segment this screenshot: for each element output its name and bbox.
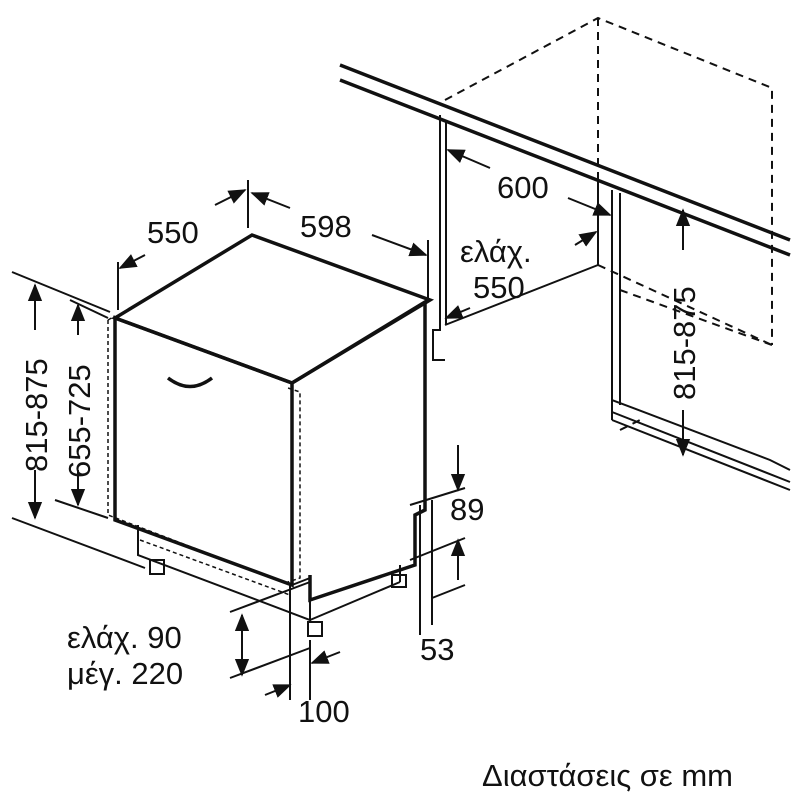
min-90-label: ελάχ. 90 (67, 620, 182, 655)
max-220-label: μέγ. 220 (67, 656, 183, 691)
door-height-label: 655-725 (62, 364, 97, 478)
niche-min-depth-label: 550 (473, 270, 525, 305)
dishwasher-body (107, 233, 435, 637)
dimension-lines (11, 149, 691, 700)
offset-100-label: 100 (298, 694, 350, 729)
niche-width-label: 600 (497, 170, 549, 205)
niche-cabinet (339, 16, 791, 491)
depth-label: 550 (147, 215, 199, 250)
plinth-89-label: 89 (450, 492, 484, 527)
niche-height-label: 815-875 (667, 286, 702, 400)
width-label: 598 (300, 209, 352, 244)
height-left-label: 815-875 (19, 358, 54, 472)
niche-min-label: ελάχ. (460, 234, 532, 269)
plinth-53-label: 53 (420, 632, 454, 667)
caption: Διαστάσεις σε mm (482, 758, 733, 793)
